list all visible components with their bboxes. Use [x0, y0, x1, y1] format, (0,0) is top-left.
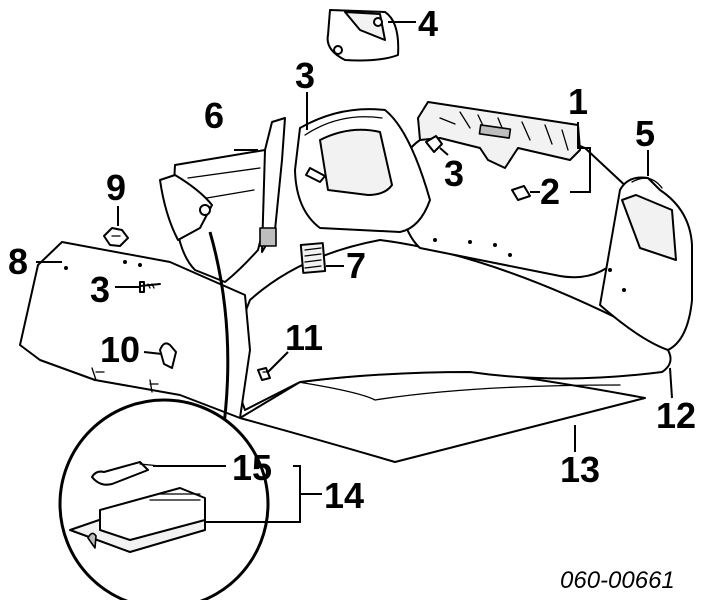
- callout-12: 12: [656, 395, 696, 436]
- callout-9: 9: [106, 167, 126, 208]
- callout-11: 11: [285, 317, 323, 358]
- callout-1: 1: [568, 81, 588, 122]
- callout-8: 8: [8, 241, 28, 282]
- callout-14: 14: [324, 475, 364, 516]
- callout-3-right: 3: [444, 153, 464, 194]
- seat-side-bracket: [159, 174, 213, 241]
- callout-labels: 1 2 3 3 3 4 5 6 7 8 9 10 11 12 13 14 15 …: [8, 3, 696, 594]
- right-quarter-trim-panel: [599, 176, 693, 351]
- trunk-side-panel: [19, 241, 251, 419]
- screw-3-middle: [305, 167, 326, 183]
- clip-3-right: [425, 135, 443, 153]
- deck-lid-tray: [326, 9, 400, 62]
- push-pin-fastener-9: [103, 227, 129, 247]
- drawing-code: 060-00661: [560, 567, 675, 594]
- callout-4: 4: [418, 3, 438, 44]
- trunk-floor-liner: [235, 239, 672, 411]
- callout-6: 6: [204, 95, 224, 136]
- callout-13: 13: [560, 449, 600, 490]
- callout-3-top: 3: [295, 55, 315, 96]
- left-wheelhouse-trim: [294, 108, 431, 233]
- left-quarter-trim-upper: [173, 117, 286, 283]
- callout-3-left: 3: [90, 269, 110, 310]
- callout-15: 15: [232, 447, 272, 488]
- air-vent: [299, 242, 327, 274]
- callout-5: 5: [635, 113, 655, 154]
- lamp-housing-14: [69, 487, 206, 553]
- screw-3-left: [139, 281, 161, 293]
- clip-10: [159, 342, 177, 369]
- clip-2: [511, 185, 531, 201]
- callout-2: 2: [540, 171, 560, 212]
- leader-lines: [36, 21, 673, 523]
- callout-7: 7: [346, 245, 366, 286]
- screw-11: [257, 367, 271, 381]
- callout-10: 10: [100, 329, 140, 370]
- detail-view-circle: [58, 398, 270, 600]
